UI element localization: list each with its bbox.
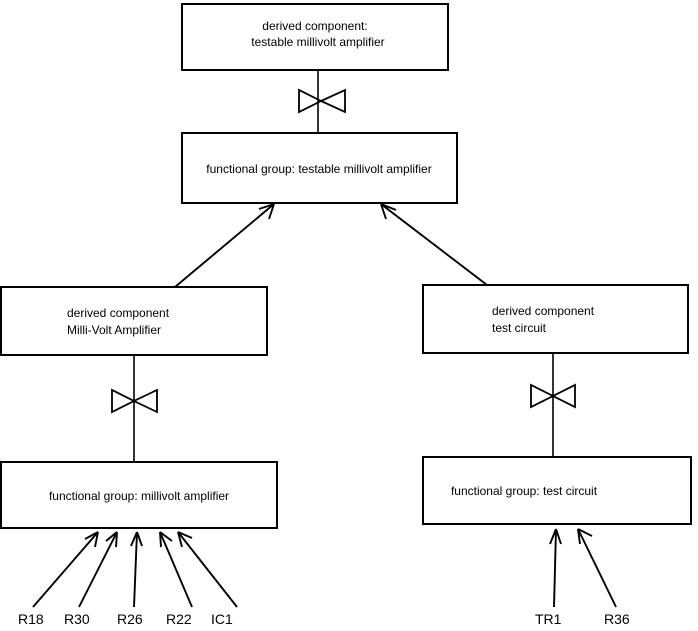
arrow-head <box>130 531 143 547</box>
arrow-shaft <box>32 531 99 608</box>
node-functional-group-testable-millivolt-amplifier[interactable]: functional group: testable millivolt amp… <box>181 132 458 204</box>
arrow-shaft <box>577 528 617 608</box>
node-label-line1: derived component: <box>262 19 367 33</box>
node-derived-component-test-circuit[interactable]: derived component test circuit <box>422 284 689 354</box>
leaf-label-r22: R22 <box>166 611 192 627</box>
arrow-head <box>84 531 99 548</box>
node-box[interactable] <box>422 456 692 525</box>
arrow-head <box>258 203 275 220</box>
node-label-line2: test circuit <box>492 321 547 335</box>
bowtie-connector-right <box>530 353 576 457</box>
leaf-label-r36: R36 <box>604 611 630 627</box>
node-box[interactable] <box>0 286 268 356</box>
node-functional-group-millivolt-amplifier[interactable]: functional group: millivolt amplifier <box>0 461 278 529</box>
leaf-label-r26: R26 <box>117 611 143 627</box>
arrow-r30-to-millivolt-group <box>78 531 118 608</box>
leaf-label-r30: R30 <box>64 611 90 627</box>
bowtie-connector-left <box>111 355 158 462</box>
node-label-line2: Milli-Volt Amplifier <box>67 323 161 337</box>
arrow-head <box>177 531 193 548</box>
arrow-shaft <box>78 531 118 608</box>
arrow-head <box>549 528 562 545</box>
node-label-line1: functional group: testable millivolt amp… <box>206 162 431 176</box>
arrow-tr1-to-test-circuit-group <box>549 528 562 608</box>
arrow-head <box>105 531 118 548</box>
arrow-r18-to-millivolt-group <box>32 531 99 608</box>
bowtie-icon-right <box>530 383 576 409</box>
bowtie-icon-left <box>111 388 158 414</box>
node-box[interactable] <box>181 3 449 71</box>
arrow-shaft <box>159 531 193 608</box>
arrow-ic1-to-millivolt-group <box>177 531 238 608</box>
arrow-shaft <box>380 203 488 286</box>
arrow-r26-to-millivolt-group <box>130 531 143 608</box>
arrow-shaft <box>133 531 138 608</box>
arrow-head <box>577 528 593 545</box>
node-box[interactable] <box>181 132 458 204</box>
node-functional-group-test-circuit[interactable]: functional group: test circuit <box>422 456 692 525</box>
bowtie-connector-top <box>298 70 346 133</box>
arrow-milli-volt-amplifier-to-testable-group <box>174 203 275 288</box>
leaf-label-r18: R18 <box>18 611 44 627</box>
arrow-test-circuit-to-testable-group <box>380 203 488 286</box>
arrow-head <box>380 203 397 220</box>
leaf-label-ic1: IC1 <box>211 611 233 627</box>
node-label-line1: functional group: millivolt amplifier <box>49 489 229 503</box>
node-box[interactable] <box>0 461 278 529</box>
arrow-r22-to-millivolt-group <box>159 531 193 608</box>
node-box[interactable] <box>422 284 689 354</box>
bowtie-icon-top <box>298 88 346 114</box>
leaf-label-tr1: TR1 <box>535 611 562 627</box>
node-label-line1: functional group: test circuit <box>451 484 598 498</box>
node-label-line1: derived component <box>492 304 595 318</box>
node-derived-component-milli-volt-amplifier[interactable]: derived component Milli-Volt Amplifier <box>0 286 268 356</box>
arrow-r36-to-test-circuit-group <box>577 528 617 608</box>
node-label-line1: derived component <box>67 306 170 320</box>
node-label-line2: testable millivolt amplifier <box>251 35 384 49</box>
arrow-shaft <box>174 203 275 288</box>
node-derived-component-testable-millivolt-amplifier[interactable]: derived component: testable millivolt am… <box>181 3 449 71</box>
arrow-shaft <box>177 531 238 608</box>
arrow-shaft <box>553 528 557 608</box>
arrow-head <box>159 531 173 548</box>
